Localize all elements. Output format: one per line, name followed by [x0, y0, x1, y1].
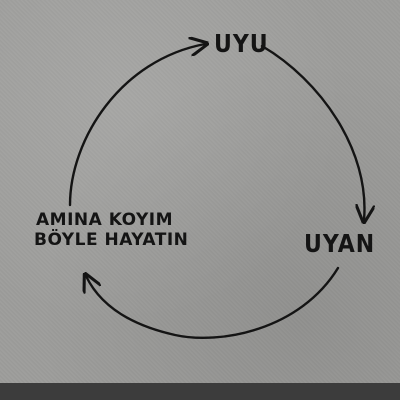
arrow-top-to-right: [260, 44, 364, 220]
left-cycle-label: AMINA KOYIM BÖYLE HAYATIN: [34, 210, 189, 250]
bottom-dark-strip: [0, 383, 400, 400]
left-label-line-2: BÖYLE HAYATIN: [34, 229, 189, 250]
arrow-left-to-top: [68, 44, 205, 207]
uyu-label: UYU: [214, 30, 269, 59]
arrow-right-to-left: [86, 266, 340, 340]
left-label-line-1: AMINA KOYIM: [36, 210, 174, 230]
uyan-label: UYAN: [304, 230, 376, 259]
